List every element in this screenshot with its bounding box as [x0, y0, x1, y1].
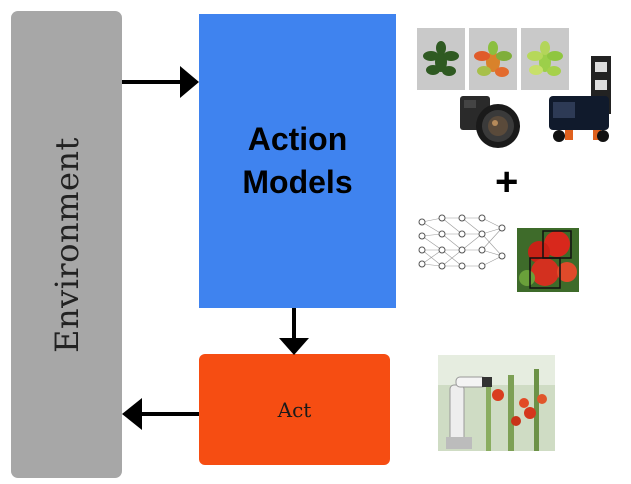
neural-network-icon — [418, 214, 506, 270]
environment-block: Environment — [11, 11, 122, 478]
plant-healthy-icon — [417, 28, 465, 90]
act-block: Act — [199, 354, 390, 465]
arrow-models-to-act — [279, 308, 309, 355]
camera-icon — [460, 96, 520, 148]
tomato-detection-icon — [517, 228, 579, 292]
harvest-robot-photo — [438, 355, 555, 451]
plant-panels — [417, 28, 569, 90]
arrow-act-to-environment — [122, 398, 199, 430]
action-models-label: Action Models — [242, 120, 353, 200]
act-label: Act — [277, 397, 312, 422]
action-models-block: Action Models — [199, 14, 396, 308]
robot-platform-icon — [549, 56, 611, 142]
plus-symbol: + — [495, 160, 519, 204]
plant-yellowing-icon — [521, 28, 569, 90]
arrow-environment-to-models — [122, 66, 199, 98]
plant-stressed-icon — [469, 28, 517, 90]
